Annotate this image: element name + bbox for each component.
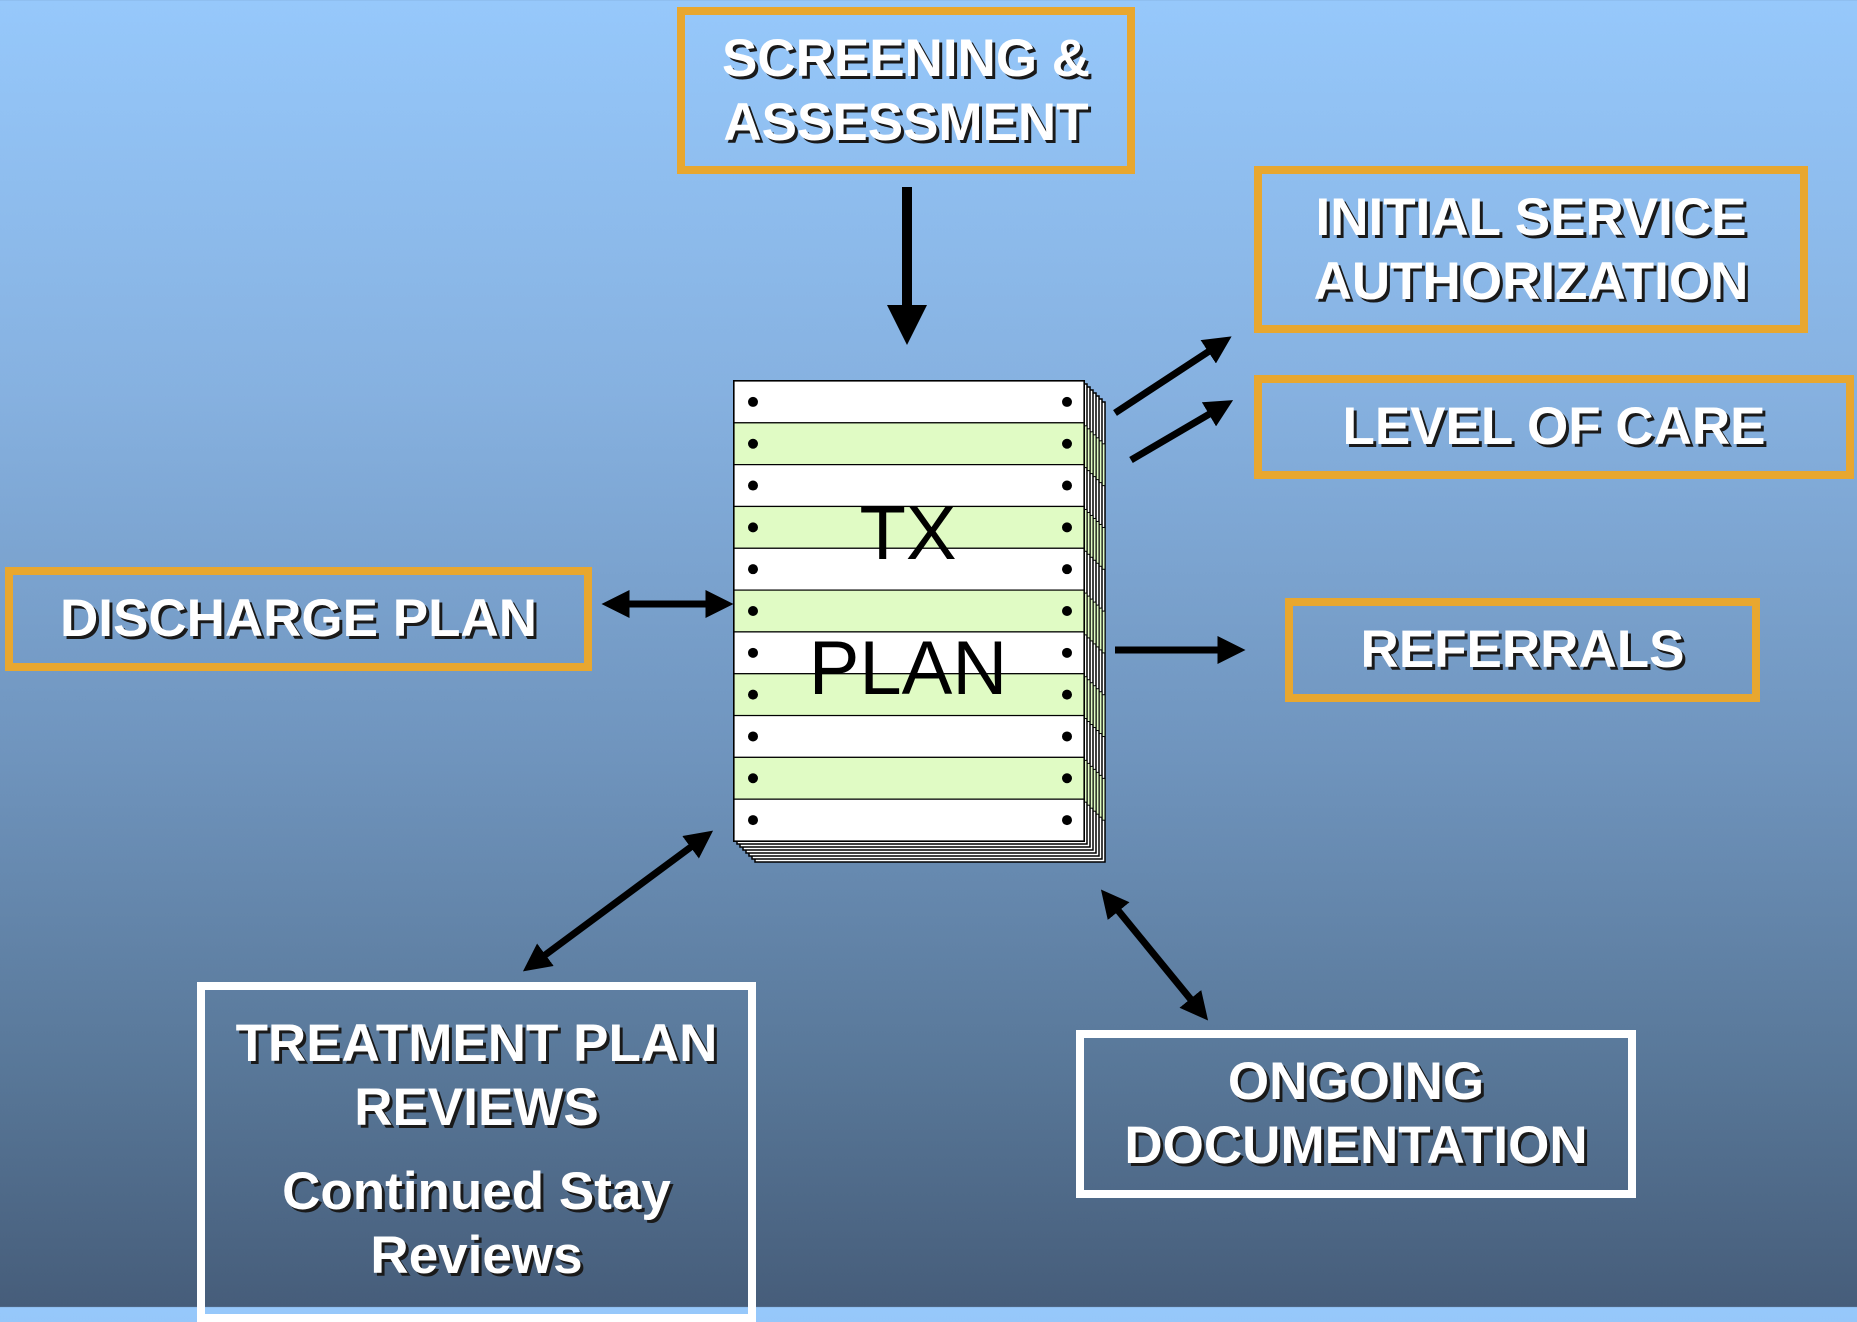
perforation-hole-right	[1062, 815, 1072, 826]
perforation-hole-right	[1062, 689, 1072, 700]
perforation-hole-left	[748, 606, 758, 616]
perforation-hole-left	[748, 647, 758, 658]
perforation-hole-left	[748, 689, 758, 700]
perforation-hole-left	[748, 522, 758, 533]
level-of-care-label: LEVEL OF CARE	[1342, 397, 1766, 456]
arrow-treatment-reviews-bidirectional	[522, 830, 714, 972]
discharge-plan-box: DISCHARGE PLAN	[5, 567, 592, 671]
treatment-plan-document: TX PLAN	[733, 380, 1113, 880]
perforation-hole-right	[1062, 606, 1072, 616]
initial-service-authorization-box: INITIAL SERVICE AUTHORIZATION	[1254, 166, 1808, 333]
ongoing-documentation-line-1: ONGOING	[1227, 1052, 1485, 1111]
arrow-plan-to-level-of-care	[1129, 400, 1234, 464]
perforation-hole-right	[1062, 731, 1072, 742]
continued-stay-line-2: Reviews	[370, 1226, 583, 1285]
screening-line-2: ASSESSMENT	[723, 92, 1089, 152]
document-label-tx: TX	[859, 491, 957, 576]
perforation-hole-right	[1062, 396, 1072, 407]
perforation-hole-left	[748, 480, 758, 491]
perforation-hole-left	[748, 438, 758, 449]
referrals-label: REFERRALS	[1360, 620, 1685, 679]
continued-stay-line-1: Continued Stay	[282, 1162, 671, 1221]
discharge-plan-label: DISCHARGE PLAN	[59, 589, 538, 648]
level-of-care-box: LEVEL OF CARE	[1254, 375, 1854, 479]
arrow-ongoing-documentation-bidirectional	[1100, 889, 1209, 1021]
referrals-box: REFERRALS	[1285, 598, 1760, 702]
perforation-hole-left	[748, 773, 758, 784]
perforation-hole-left	[748, 564, 758, 575]
treatment-plan-reviews-line-1: TREATMENT PLAN	[235, 1014, 718, 1073]
initial-service-line-1: INITIAL SERVICE	[1315, 187, 1747, 247]
document-label-plan: PLAN	[808, 626, 1008, 711]
perforation-hole-right	[1062, 438, 1072, 449]
ongoing-documentation-box: ONGOING DOCUMENTATION	[1076, 1030, 1636, 1198]
perforation-hole-left	[748, 731, 758, 742]
perforation-hole-right	[1062, 773, 1072, 784]
screening-line-1: SCREENING &	[721, 28, 1091, 88]
perforation-hole-right	[1062, 564, 1072, 575]
arrow-plan-to-initial-service	[1113, 336, 1232, 416]
screening-assessment-box: SCREENING & ASSESSMENT	[677, 7, 1135, 174]
perforation-hole-left	[748, 396, 758, 407]
perforation-hole-right	[1062, 480, 1072, 491]
perforation-hole-right	[1062, 522, 1072, 533]
ongoing-documentation-line-2: DOCUMENTATION	[1124, 1116, 1588, 1175]
perforation-hole-left	[748, 815, 758, 826]
initial-service-line-2: AUTHORIZATION	[1313, 251, 1749, 311]
document-stack-icon	[733, 380, 1106, 863]
treatment-plan-reviews-line-2: REVIEWS	[354, 1078, 599, 1137]
perforation-hole-right	[1062, 647, 1072, 658]
treatment-plan-reviews-box: TREATMENT PLAN REVIEWS Continued Stay Re…	[197, 982, 756, 1322]
